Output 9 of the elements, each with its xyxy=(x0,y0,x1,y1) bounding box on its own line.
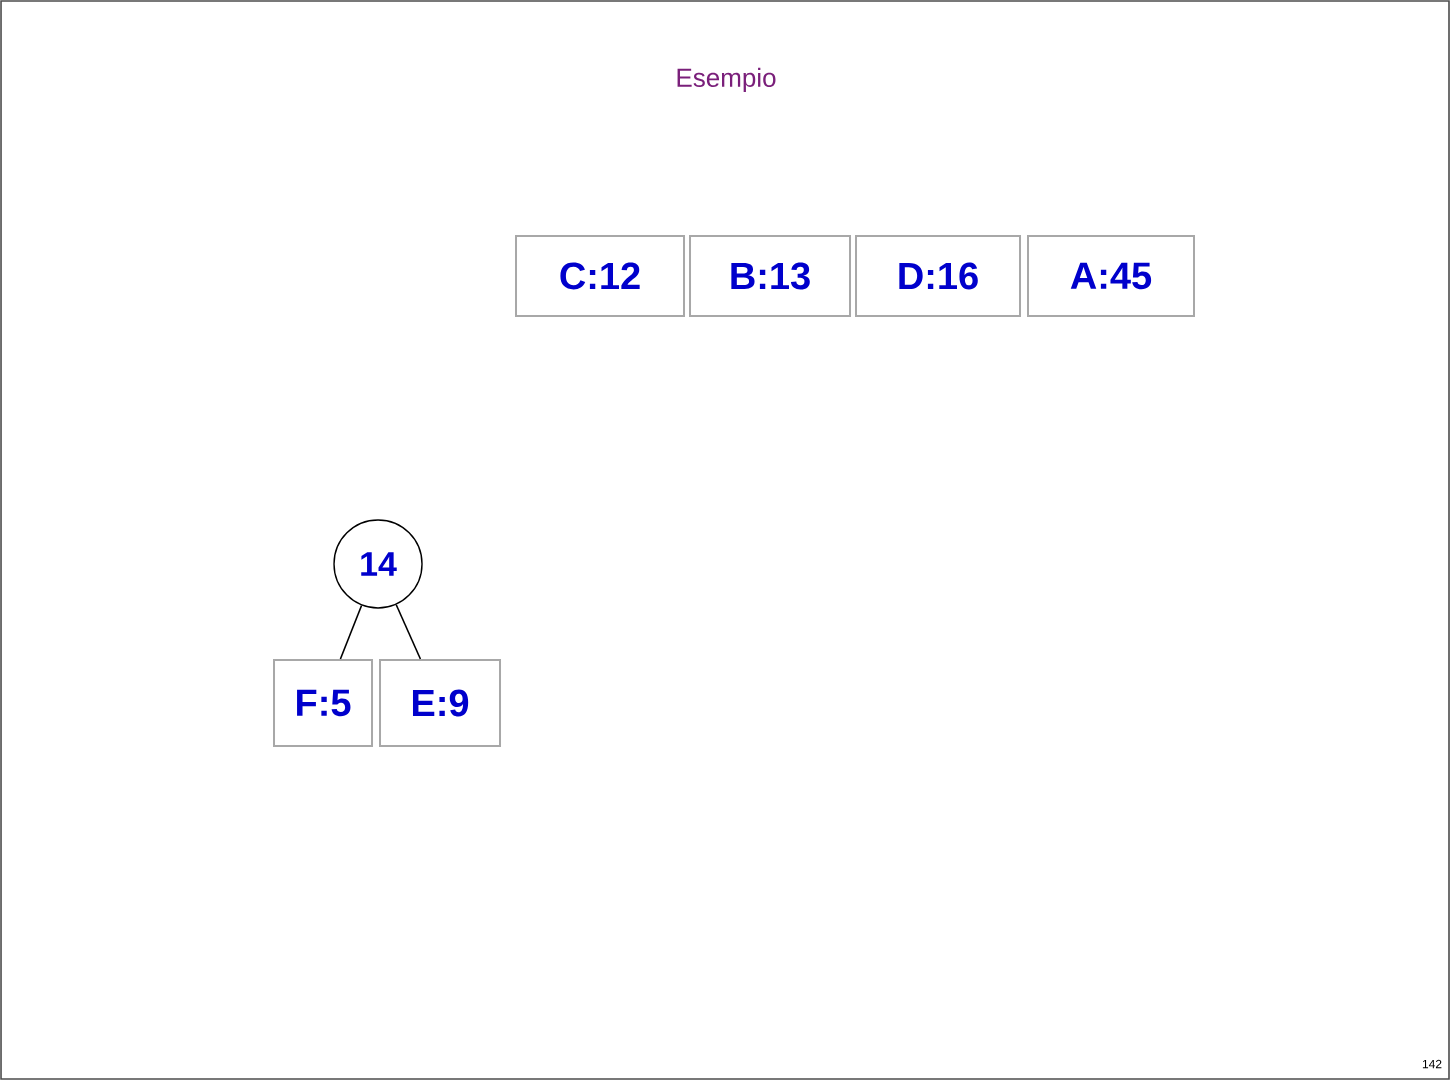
tree-edge xyxy=(339,604,363,660)
node-box: F:5 xyxy=(273,658,373,747)
node-box: C:12 xyxy=(515,235,685,317)
node-box: E:9 xyxy=(379,658,501,747)
slide-title: Esempio xyxy=(677,67,776,93)
node-box: A:45 xyxy=(1027,235,1195,317)
node-box: D:16 xyxy=(855,235,1021,317)
node-box: B:13 xyxy=(689,235,851,317)
tree-edge xyxy=(395,604,422,660)
